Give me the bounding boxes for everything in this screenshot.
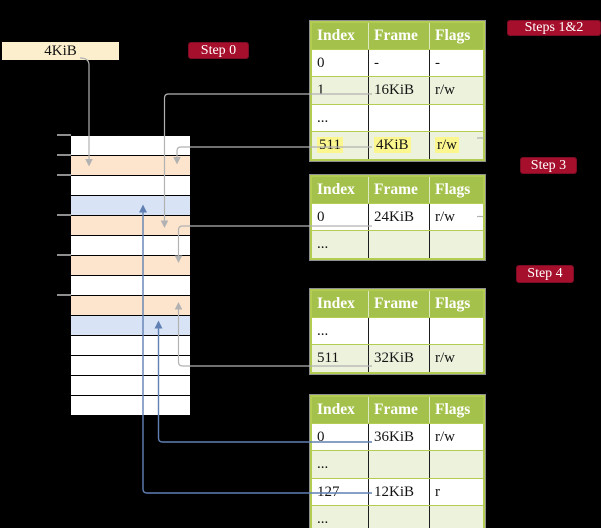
memory-frame-row-9 — [71, 296, 190, 316]
table-cell — [368, 231, 429, 258]
column-header: Frame — [368, 177, 429, 203]
table-cell: 12KiB — [368, 478, 429, 506]
memory-frame-row-4 — [71, 196, 190, 216]
table-row: ... — [312, 450, 483, 478]
column-header: Index — [317, 27, 355, 44]
root-frame-box: 4KiB — [2, 42, 119, 60]
table-cell: - — [429, 50, 483, 77]
table-row: ... — [312, 230, 483, 258]
memory-frame-row-6 — [71, 236, 190, 256]
column-header: Flags — [429, 177, 483, 203]
highlighted-value: r/w — [435, 137, 459, 154]
memory-frame-row-11 — [71, 336, 190, 356]
table-cell — [429, 451, 483, 478]
badge-step-0: Step 0 — [188, 42, 249, 59]
table-cell: 511 — [317, 350, 339, 367]
column-header: Index — [317, 181, 355, 198]
badge-steps-1-2: Steps 1&2 — [507, 20, 601, 36]
table-cell: 0 — [317, 55, 325, 71]
memory-frame-row-5 — [71, 216, 190, 236]
table-cell: ... — [317, 456, 329, 473]
table-cell: r/w — [429, 345, 483, 372]
memory-boundary-tick — [57, 214, 71, 216]
memory-frame-row-1 — [71, 136, 190, 156]
table-cell: 0 — [317, 209, 325, 225]
table-row: 0 -- — [312, 49, 483, 77]
memory-boundary-tick — [57, 294, 71, 296]
table-row: ... — [312, 103, 483, 132]
table-cell — [368, 451, 429, 478]
memory-frame-row-7 — [71, 256, 190, 276]
memory-boundary-tick — [57, 154, 71, 156]
table-cell: r/w — [429, 132, 483, 159]
table-cell — [368, 104, 429, 132]
table-cell: 24KiB — [368, 204, 429, 231]
column-header: Flags — [429, 291, 483, 317]
column-header: Frame — [368, 23, 429, 49]
memory-boundary-tick — [57, 134, 71, 136]
table-cell: 4KiB — [368, 132, 429, 159]
highlighted-value: 4KiB — [374, 137, 411, 154]
column-header: Frame — [368, 291, 429, 317]
memory-frame-row-13 — [71, 376, 190, 396]
column-header: Flags — [429, 397, 483, 423]
memory-strip — [71, 135, 190, 416]
table-cell — [429, 104, 483, 132]
badge-step-3: Step 3 — [520, 157, 577, 174]
table-row: 511 4KiB r/w — [312, 131, 483, 159]
table-cell: ... — [317, 323, 329, 339]
badge-step-4: Step 4 — [516, 265, 574, 283]
memory-frame-row-8 — [71, 276, 190, 296]
column-header: Index — [317, 401, 355, 418]
column-header: Flags — [429, 23, 483, 49]
table-cell — [368, 318, 429, 345]
memory-frame-row-3 — [71, 176, 190, 196]
table-cell: 127 — [317, 483, 340, 500]
table-cell: r/w — [429, 204, 483, 231]
table-row: ... — [312, 317, 483, 345]
table-row: ... — [312, 505, 483, 528]
table-cell: 511 — [312, 132, 368, 158]
memory-frame-row-2 — [71, 156, 190, 176]
table-cell: 36KiB — [368, 424, 429, 451]
memory-frame-row-10 — [71, 316, 190, 336]
memory-boundary-tick — [57, 174, 71, 176]
table-cell: r/w — [429, 424, 483, 451]
table-cell — [429, 318, 483, 345]
table-cell: 0 — [317, 429, 325, 445]
column-header: Frame — [368, 397, 429, 423]
table-cell: ... — [317, 109, 329, 126]
table-cell — [429, 506, 483, 528]
table-cell: 16KiB — [368, 77, 429, 104]
memory-frame-row-12 — [71, 356, 190, 376]
table-cell — [368, 506, 429, 528]
column-header: Index — [317, 295, 355, 312]
table-cell: r/w — [429, 77, 483, 104]
highlighted-value: 511 — [317, 137, 343, 154]
table-cell: ... — [317, 236, 329, 253]
table-cell: r — [429, 478, 483, 506]
memory-frame-row-14 — [71, 396, 190, 416]
memory-boundary-tick — [57, 254, 71, 256]
table-cell: 1 — [317, 82, 325, 99]
table-cell — [429, 231, 483, 258]
table-cell: ... — [317, 511, 329, 528]
table-cell: 32KiB — [368, 345, 429, 372]
table-cell: - — [368, 50, 429, 77]
